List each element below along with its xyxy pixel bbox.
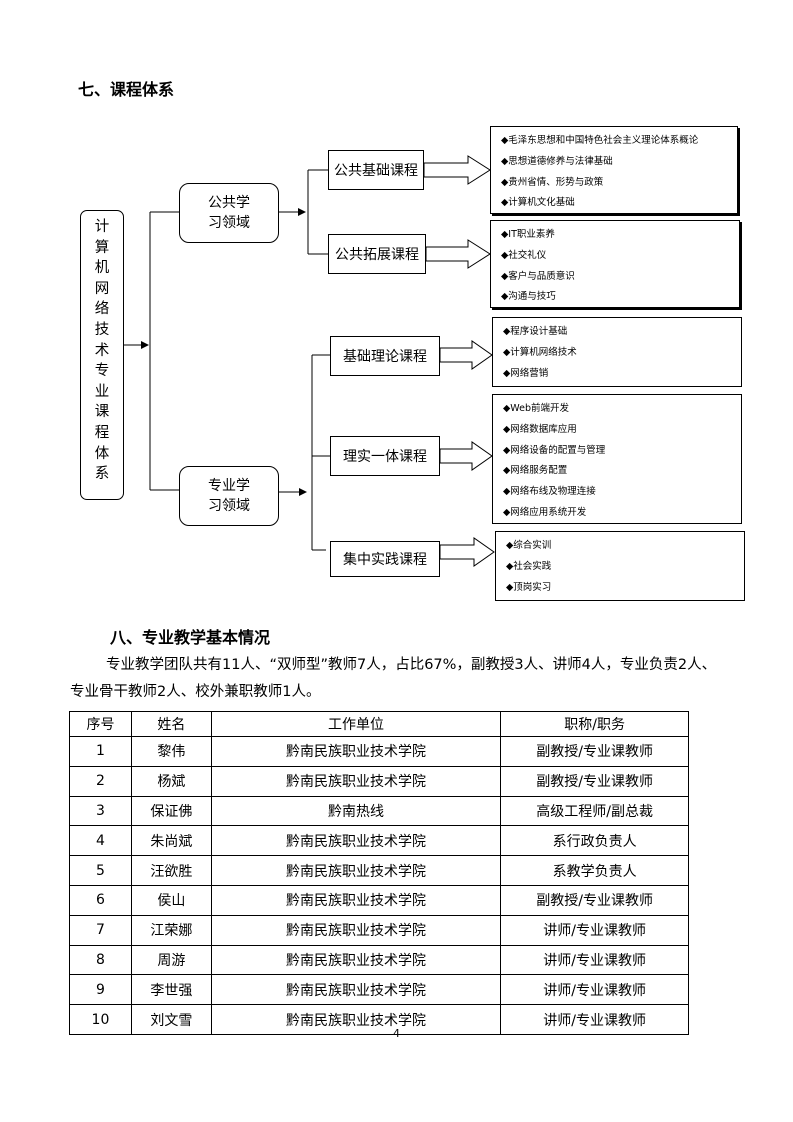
table-cell: 4	[69, 825, 132, 857]
table-cell: 黔南民族职业技术学院	[210, 974, 502, 1006]
table-cell: 讲师/专业课教师	[500, 1004, 689, 1035]
list-item: ◆Web前端开发	[503, 403, 570, 414]
table-cell: 8	[69, 944, 132, 976]
table-cell: 黔南民族职业技术学院	[210, 914, 502, 946]
table-cell: 刘文雪	[130, 1004, 212, 1035]
list-item: ◆计算机文化基础	[501, 197, 575, 209]
list-item: ◆网络应用系统开发	[503, 506, 587, 518]
domain-box-professional: 专业学 习领域	[179, 466, 279, 526]
category-box-public-basic: 公共基础课程	[328, 150, 424, 190]
table-cell: 9	[69, 974, 132, 1006]
table-cell: 黔南热线	[210, 795, 502, 827]
table-cell: 10	[69, 1004, 132, 1035]
table-cell: 副教授/专业课教师	[500, 884, 689, 916]
table-header-row: 序号 姓名 工作单位 职称/职务	[69, 711, 689, 737]
table-cell: 7	[69, 914, 132, 946]
table-cell: 黔南民族职业技术学院	[210, 1004, 502, 1035]
list-item: ◆网络营销	[503, 367, 549, 379]
list-item: ◆计算机网络技术	[503, 346, 577, 358]
header-cell: 工作单位	[210, 711, 502, 737]
list-item: ◆沟通与技巧	[501, 291, 556, 303]
list-item: ◆社交礼仪	[501, 249, 547, 261]
team-summary-paragraph: 专业教学团队共有11人、“双师型”教师7人，占比67%，副教授3人、讲师4人，专…	[70, 657, 717, 700]
list-item: ◆社会实践	[506, 560, 552, 572]
list-item: ◆网络设备的配置与管理	[503, 444, 606, 456]
table-cell: 系行政负责人	[500, 825, 689, 857]
list-item: ◆思想道德修养与法律基础	[501, 155, 613, 167]
category-box-public-extension: 公共拓展课程	[328, 234, 426, 274]
header-cell: 职称/职务	[500, 711, 689, 737]
table-cell: 副教授/专业课教师	[500, 736, 689, 767]
table-cell: 保证佛	[130, 795, 212, 827]
course-list-public-extension: ◆IT职业素养 ◆社交礼仪 ◆客户与品质意识 ◆沟通与技巧	[490, 220, 740, 308]
category-box-theory: 基础理论课程	[330, 336, 440, 376]
list-item: ◆贵州省情、形势与政策	[501, 176, 604, 188]
table-cell: 汪欲胜	[130, 855, 212, 886]
table-cell: 副教授/专业课教师	[500, 765, 689, 797]
table-cell: 6	[69, 884, 132, 916]
list-item: ◆网络服务配置	[503, 465, 568, 477]
list-item: ◆毛泽东思想和中国特色社会主义理论体系概论	[501, 135, 699, 146]
table-cell: 5	[69, 855, 132, 886]
table-cell: 2	[69, 765, 132, 797]
page-number: 4	[393, 1027, 400, 1040]
list-item: ◆网络布线及物理连接	[503, 486, 596, 498]
table-cell: 黔南民族职业技术学院	[210, 736, 502, 767]
table-cell: 讲师/专业课教师	[500, 914, 689, 946]
header-cell: 序号	[69, 711, 132, 737]
list-item: ◆IT职业素养	[501, 229, 555, 240]
list-item: ◆网络数据库应用	[503, 423, 577, 435]
domain-box-public: 公共学 习领域	[179, 183, 279, 243]
table-cell: 朱尚斌	[130, 825, 212, 857]
category-box-practice: 集中实践课程	[330, 541, 440, 577]
table-cell: 侯山	[130, 884, 212, 916]
table-cell: 黔南民族职业技术学院	[210, 765, 502, 797]
table-cell: 李世强	[130, 974, 212, 1006]
table-cell: 黔南民族职业技术学院	[210, 825, 502, 857]
table-cell: 杨斌	[130, 765, 212, 797]
table-cell: 江荣娜	[130, 914, 212, 946]
course-list-public-basic: ◆毛泽东思想和中国特色社会主义理论体系概论 ◆思想道德修养与法律基础 ◆贵州省情…	[490, 126, 738, 214]
diagram-connectors	[124, 155, 495, 567]
course-list-theory: ◆程序设计基础 ◆计算机网络技术 ◆网络营销	[492, 317, 742, 387]
root-box-program-system: 计 算 机 网 络 技 术 专 业 课 程 体 系	[80, 210, 124, 500]
table-cell: 黔南民族职业技术学院	[210, 855, 502, 886]
list-item: ◆程序设计基础	[503, 326, 568, 337]
section-7-heading: 七、课程体系	[78, 80, 175, 99]
header-cell: 姓名	[130, 711, 212, 737]
list-item: ◆综合实训	[506, 540, 552, 551]
table-cell: 3	[69, 795, 132, 827]
table-cell: 高级工程师/副总裁	[500, 795, 689, 827]
list-item: ◆顶岗实习	[506, 581, 552, 593]
table-cell: 黔南民族职业技术学院	[210, 944, 502, 976]
table-cell: 周游	[130, 944, 212, 976]
table-cell: 黔南民族职业技术学院	[210, 884, 502, 916]
section-8-heading: 八、专业教学基本情况	[110, 628, 271, 647]
course-list-practice: ◆综合实训 ◆社会实践 ◆顶岗实习	[495, 531, 745, 601]
table-cell: 1	[69, 736, 132, 767]
table-cell: 讲师/专业课教师	[500, 944, 689, 976]
list-item: ◆客户与品质意识	[501, 270, 575, 282]
category-box-integrated: 理实一体课程	[330, 436, 440, 476]
table-cell: 黎伟	[130, 736, 212, 767]
table-cell: 讲师/专业课教师	[500, 974, 689, 1006]
table-cell: 系教学负责人	[500, 855, 689, 886]
course-list-integrated: ◆Web前端开发 ◆网络数据库应用 ◆网络设备的配置与管理 ◆网络服务配置 ◆网…	[492, 394, 742, 524]
